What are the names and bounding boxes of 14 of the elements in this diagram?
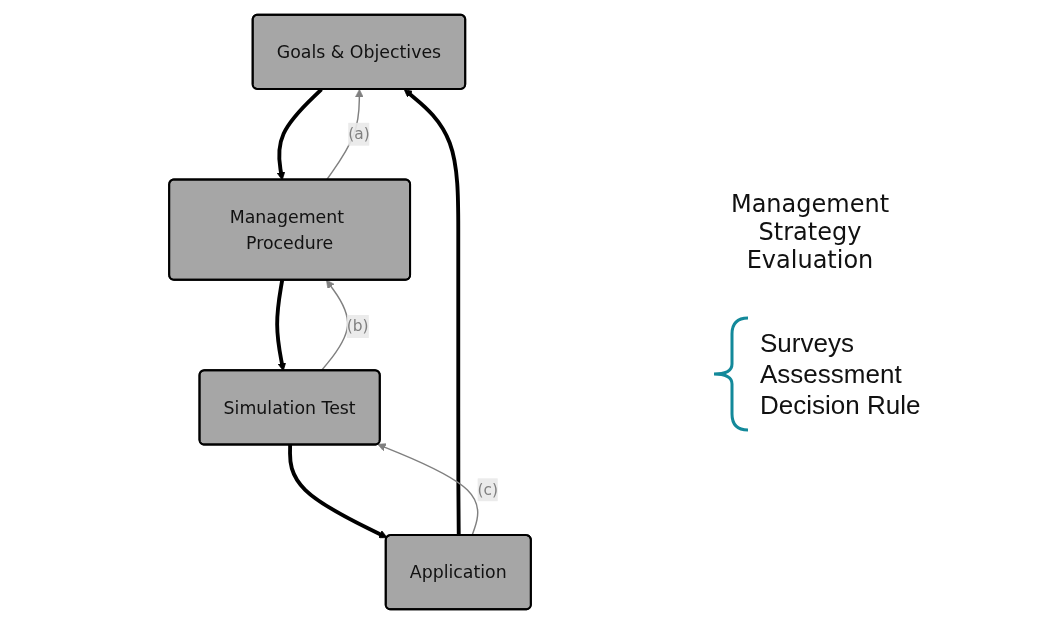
arrow — [377, 443, 479, 537]
edge-label: (a) — [348, 124, 370, 143]
arrow — [403, 89, 461, 536]
edge-label: (b) — [346, 316, 369, 336]
list-item-text: Surveys — [760, 327, 855, 359]
list-item-text: Assessment — [760, 358, 903, 390]
arrow — [275, 279, 287, 372]
arrow — [325, 89, 364, 181]
arrow — [276, 88, 323, 181]
arrow — [288, 444, 388, 539]
diagram-title-text: Management Strategy Evaluation — [729, 190, 891, 274]
edge-label: (c) — [477, 480, 499, 499]
list-item-text: Decision Rule — [760, 389, 921, 421]
arrow — [320, 279, 349, 372]
